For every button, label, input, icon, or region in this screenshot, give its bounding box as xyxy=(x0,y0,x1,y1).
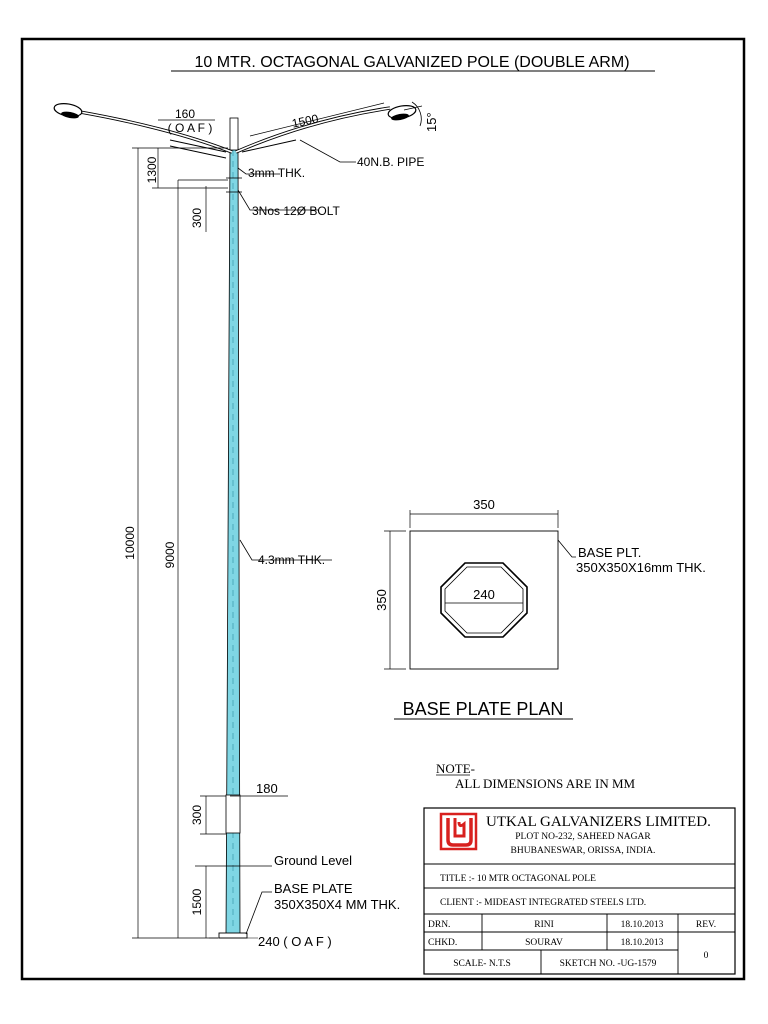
note-text: ALL DIMENSIONS ARE IN MM xyxy=(455,776,636,791)
plan-label: BASE PLT. xyxy=(578,545,641,560)
base-plate-plan xyxy=(384,510,576,670)
oaf-top: ( O A F ) xyxy=(168,121,213,135)
plan-heading: BASE PLATE PLAN xyxy=(403,699,564,719)
dim-300-bottom: 300 xyxy=(190,805,204,825)
tb-scale: SCALE- N.T.S xyxy=(453,959,511,969)
plan-spec: 350X350X16mm THK. xyxy=(576,560,706,575)
company-address-2: BHUBANESWAR, ORISSA, INDIA. xyxy=(511,846,656,856)
company-logo-icon xyxy=(439,812,478,851)
right-lamp-icon xyxy=(387,105,417,121)
title-block xyxy=(423,807,736,975)
tb-client: CLIENT :- MIDEAST INTEGRATED STEELS LTD. xyxy=(440,898,646,908)
left-lamp-icon xyxy=(53,103,83,119)
tb-title: TITLE :- 10 MTR OCTAGONAL POLE xyxy=(440,874,596,884)
dim-180: 180 xyxy=(256,781,278,796)
tb-rev-label: REV. xyxy=(696,920,716,930)
tb-drn-label: DRN. xyxy=(428,920,450,930)
pole-door xyxy=(225,794,241,834)
angle-label: 15° xyxy=(424,112,439,132)
bottom-oaf: 240 ( O A F ) xyxy=(258,934,332,949)
base-plate-label: BASE PLATE xyxy=(274,881,353,896)
plan-height: 350 xyxy=(374,589,389,611)
octagon-outer xyxy=(440,562,528,638)
dim-1300: 1300 xyxy=(145,156,159,183)
note-heading: NOTE- xyxy=(436,761,475,776)
dim-300-top: 300 xyxy=(190,208,204,228)
double-arm xyxy=(79,106,391,159)
dim-1500-bottom: 1500 xyxy=(190,888,204,915)
tb-sketch: SKETCH NO. -UG-1579 xyxy=(560,959,657,969)
pipe-label: 40N.B. PIPE xyxy=(357,155,424,169)
tb-rev-value: 0 xyxy=(704,951,709,961)
plan-inner: 240 xyxy=(473,587,495,602)
company-name: UTKAL GALVANIZERS LIMITED. xyxy=(486,814,711,830)
sheet-border xyxy=(20,37,746,981)
base-plate-elevation xyxy=(218,932,248,939)
vertical-dimensions xyxy=(132,147,288,939)
dim-9000: 9000 xyxy=(163,541,177,568)
pipe-stub xyxy=(229,117,239,151)
dim-1500-arm: 1500 xyxy=(291,111,320,130)
base-plate-spec: 350X350X4 MM THK. xyxy=(274,897,400,912)
dim-160: 160 xyxy=(175,107,195,121)
tb-drn-date: 18.10.2013 xyxy=(621,920,664,930)
plan-width: 350 xyxy=(473,497,495,512)
thk-43-label: 4.3mm THK. xyxy=(258,553,325,567)
octagon-inner xyxy=(444,566,524,634)
bolt-label: 3Nos 12Ø BOLT xyxy=(252,204,340,218)
thk-3mm-label: 3mm THK. xyxy=(248,166,305,180)
drawing-title: 10 MTR. OCTAGONAL GALVANIZED POLE (DOUBL… xyxy=(194,54,629,71)
tb-chkd-label: CHKD. xyxy=(428,938,457,948)
ground-level-label: Ground Level xyxy=(274,853,352,868)
company-address-1: PLOT NO-232, SAHEED NAGAR xyxy=(515,832,651,842)
pole-elevation xyxy=(195,117,272,939)
tb-chkd-name: SOURAV xyxy=(525,938,563,948)
tb-chkd-date: 18.10.2013 xyxy=(621,938,664,948)
base-plate-square xyxy=(409,530,559,670)
tb-drn-name: RINI xyxy=(534,920,554,930)
dim-10000: 10000 xyxy=(123,526,137,560)
